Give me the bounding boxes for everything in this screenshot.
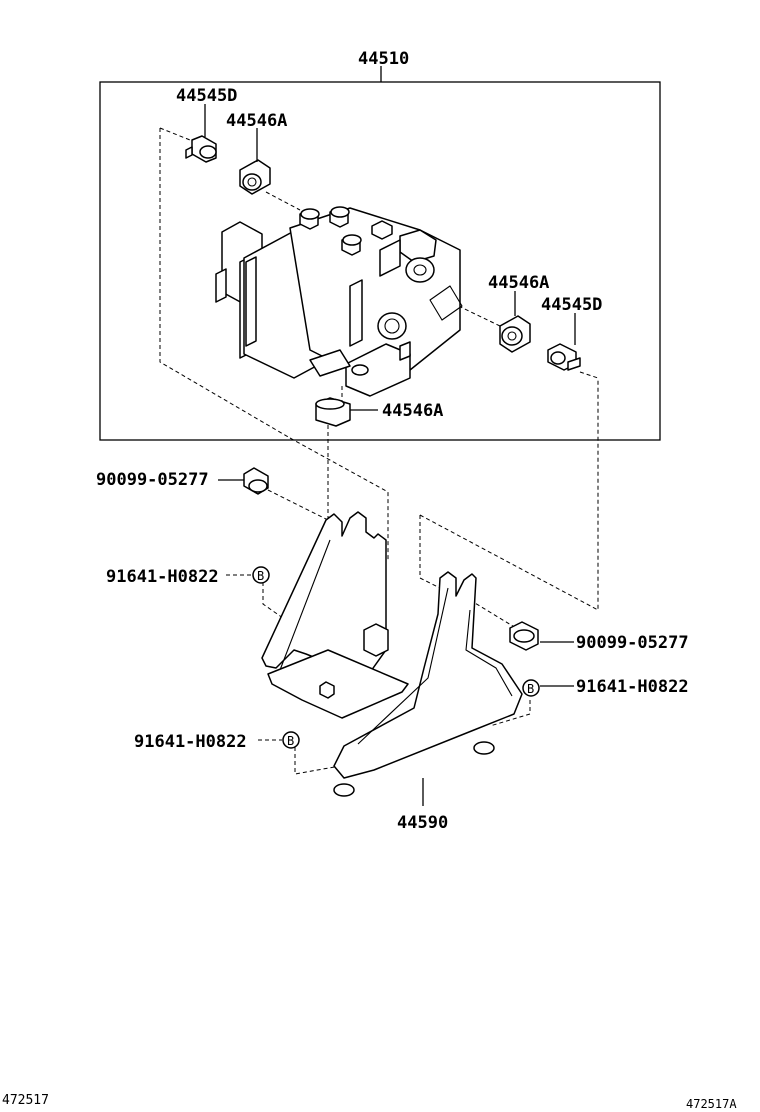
assembly-box xyxy=(99,81,661,441)
footer-left-code: 472517 xyxy=(2,1093,49,1108)
footer-right-code: 472517A xyxy=(686,1097,737,1111)
label-sensor-top-left: 44545D xyxy=(176,86,237,106)
bolt-left-part xyxy=(243,467,269,495)
label-grommet-right: 44546A xyxy=(488,273,549,293)
bolt-right-part xyxy=(509,621,539,651)
b-marker-bottom: B xyxy=(287,734,294,748)
abs-actuator-part xyxy=(215,206,463,397)
label-sensor-right: 44545D xyxy=(541,295,602,315)
label-nut-left: 91641-H0822 xyxy=(106,567,219,587)
sensor-top-left-part xyxy=(185,135,217,163)
b-marker-left: B xyxy=(257,569,264,583)
label-assembly: 44510 xyxy=(358,49,409,69)
nut-left-marker: B xyxy=(252,566,270,584)
grommet-right-part xyxy=(499,315,531,353)
grommet-bottom-part xyxy=(315,397,351,427)
b-marker-right: B xyxy=(527,682,534,696)
bracket-part xyxy=(261,511,523,797)
label-grommet-top-left: 44546A xyxy=(226,111,287,131)
grommet-top-left-part xyxy=(239,159,271,195)
label-grommet-bottom: 44546A xyxy=(382,401,443,421)
label-bracket: 44590 xyxy=(397,813,448,833)
label-bolt-left: 90099-05277 xyxy=(96,470,209,490)
label-bolt-right: 90099-05277 xyxy=(576,633,689,653)
label-nut-right: 91641-H0822 xyxy=(576,677,689,697)
nut-bottom-marker: B xyxy=(282,731,300,749)
sensor-right-part xyxy=(547,343,581,371)
label-nut-bottom: 91641-H0822 xyxy=(134,732,247,752)
nut-right-marker: B xyxy=(522,679,540,697)
